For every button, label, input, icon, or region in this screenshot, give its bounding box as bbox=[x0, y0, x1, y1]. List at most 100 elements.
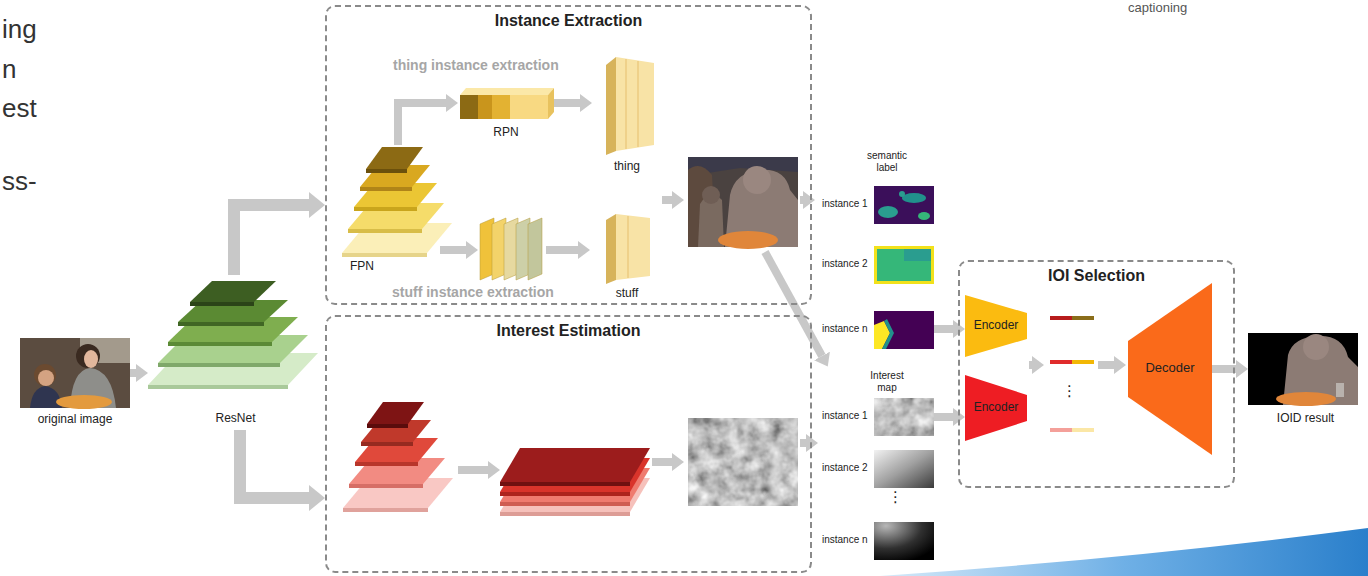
flow-arrow-part bbox=[652, 458, 672, 466]
feature-vectors-part bbox=[1072, 428, 1094, 432]
feature-vectors-part bbox=[1050, 360, 1072, 364]
block-label: stuff bbox=[592, 286, 662, 300]
rpn-block: RPN bbox=[458, 85, 554, 147]
instance-label: instance 2 bbox=[822, 462, 872, 474]
instance-thumbnail: instance n bbox=[822, 310, 934, 350]
slide-text: captioning bbox=[1128, 0, 1187, 16]
interest-pyramid bbox=[343, 402, 453, 512]
feature-map: thing bbox=[592, 55, 662, 180]
column-heading-holder: semantic label bbox=[862, 150, 912, 174]
ellipsis-mark: ⋮ bbox=[1062, 382, 1077, 400]
feature-vectors bbox=[1050, 318, 1094, 430]
panoptic-result-part bbox=[743, 166, 771, 194]
backbone-pyramid: ResNet bbox=[148, 275, 323, 430]
flow-arrow-part bbox=[662, 196, 672, 204]
instance-label: instance n bbox=[822, 534, 872, 546]
interest-feature-stack-part bbox=[500, 512, 630, 516]
panoptic-result-part bbox=[718, 231, 778, 249]
feature-map: stuff bbox=[592, 212, 662, 302]
flow-arrow bbox=[934, 325, 953, 333]
feature-map-part bbox=[625, 59, 627, 149]
interest-thumbnail: instance 2 bbox=[822, 450, 934, 488]
instance-thumbnail-part bbox=[874, 311, 934, 349]
interest-pyramid-part bbox=[355, 462, 418, 466]
instance-thumbnail-part bbox=[904, 249, 931, 261]
flow-arrow-part bbox=[546, 246, 578, 254]
result-image-part bbox=[1248, 333, 1358, 405]
flow-arrow bbox=[398, 103, 446, 145]
slide-swoosh-part bbox=[880, 528, 1368, 576]
block-label: FPN bbox=[350, 259, 410, 273]
rpn-block-part bbox=[492, 95, 510, 119]
rpn-block-part bbox=[460, 95, 478, 119]
feature-vectors-part bbox=[1050, 428, 1072, 432]
stage-label: stuff instance extraction bbox=[392, 284, 554, 301]
flow-arrow bbox=[1212, 365, 1236, 373]
ellipsis-mark-holder: ⋮ bbox=[1062, 382, 1077, 400]
backbone-pyramid-part bbox=[190, 281, 276, 302]
interest-thumbnail-shape bbox=[874, 398, 934, 436]
column-heading: Interest map bbox=[862, 370, 912, 394]
flow-arrow-part bbox=[800, 439, 806, 447]
backbone-pyramid-part bbox=[190, 302, 254, 306]
instance-thumbnail-part bbox=[874, 186, 934, 224]
block-label: RPN bbox=[458, 125, 554, 139]
stuff-feature-stack-part bbox=[528, 218, 542, 280]
interest-thumbnail: instance n bbox=[822, 522, 934, 560]
panoptic-result bbox=[688, 157, 798, 249]
backbone-pyramid-part bbox=[148, 385, 288, 389]
instance-thumbnail-part bbox=[882, 319, 894, 349]
group-box: Interest Estimation bbox=[325, 315, 812, 573]
feature-map-part bbox=[627, 216, 629, 278]
instance-thumbnail-part bbox=[877, 249, 931, 281]
decoder-trapezoid-part bbox=[1128, 283, 1212, 455]
block-label: Encoder bbox=[965, 400, 1027, 414]
interest-map-part bbox=[688, 418, 798, 506]
instance-thumbnail-part bbox=[918, 212, 930, 220]
instance-thumbnail-part bbox=[902, 193, 926, 203]
slide-text: est bbox=[2, 93, 37, 124]
rpn-block-shape bbox=[458, 85, 554, 123]
group-title: IOI Selection bbox=[960, 266, 1233, 285]
block-label: Encoder bbox=[965, 318, 1027, 332]
instance-thumbnail: instance 2 bbox=[822, 245, 934, 285]
flow-arrow-part bbox=[800, 196, 803, 204]
result-image-part bbox=[1303, 334, 1329, 360]
backbone-pyramid-part bbox=[178, 322, 264, 326]
interest-thumbnail-shape bbox=[874, 522, 934, 560]
instance-thumbnail-shape bbox=[874, 186, 934, 224]
instance-thumbnail-shape bbox=[874, 311, 934, 349]
encoder-trapezoid-part bbox=[965, 295, 1027, 357]
instance-thumbnail-part bbox=[899, 191, 905, 197]
result-image-part bbox=[1336, 383, 1344, 397]
group-box: IOI SelectionEncoderEncoderDecoder bbox=[958, 260, 1235, 488]
rpn-block-part bbox=[548, 88, 554, 119]
encoder-trapezoid: Encoder bbox=[965, 295, 1027, 357]
interest-pyramid-part bbox=[367, 402, 424, 424]
instance-thumbnail-shape bbox=[874, 246, 934, 284]
backbone-pyramid-part bbox=[168, 342, 272, 346]
rpn-block-part bbox=[478, 95, 492, 119]
feature-pyramid-part bbox=[348, 229, 422, 233]
feature-map-part bbox=[606, 57, 616, 155]
interest-pyramid-part bbox=[349, 484, 423, 488]
result-image: IOID result bbox=[1248, 333, 1363, 425]
stuff-feature-stack bbox=[480, 218, 542, 280]
backbone-pyramid-part bbox=[158, 363, 280, 367]
feature-vectors-part bbox=[1072, 360, 1094, 364]
flow-arrow bbox=[554, 99, 580, 107]
group-title: Interest Estimation bbox=[327, 321, 810, 340]
interest-pyramid-part bbox=[343, 508, 428, 512]
input-image-part bbox=[56, 395, 112, 409]
input-image-part bbox=[34, 364, 56, 386]
flow-arrow-part bbox=[1029, 361, 1032, 369]
encoder-trapezoid: Encoder bbox=[965, 375, 1027, 441]
interest-pyramid-part bbox=[367, 424, 408, 428]
group-box: Instance ExtractionRPNthingFPNstuff bbox=[325, 5, 812, 305]
flow-arrow-part bbox=[1098, 361, 1114, 369]
rpn-block-part bbox=[460, 88, 554, 95]
interest-thumbnail-part bbox=[874, 522, 934, 560]
flow-arrow bbox=[234, 205, 309, 275]
interest-thumbnail-part bbox=[874, 398, 934, 436]
interest-pyramid-part bbox=[361, 442, 413, 446]
